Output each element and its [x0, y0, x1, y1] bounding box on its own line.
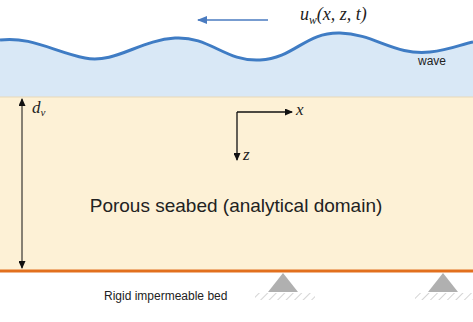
seabed-fill — [0, 97, 473, 270]
velocity-arrow — [198, 19, 268, 21]
axis-label: z — [243, 145, 250, 165]
z-axis — [236, 112, 237, 160]
seabed-region: Porous seabed (analytical domain) — [0, 97, 473, 270]
region-label: wave — [418, 54, 446, 68]
velocity-label: uw(x, z, t) — [300, 4, 367, 27]
region-label: Porous seabed (analytical domain) — [90, 195, 383, 217]
axis-label: x — [296, 100, 304, 120]
dimension-line — [22, 99, 23, 268]
rigid-bed — [0, 270, 473, 273]
dimension-label: dv — [32, 98, 45, 118]
bed-label: Rigid impermeable bed — [104, 289, 227, 303]
wave-water — [0, 33, 473, 97]
wave-region: wave — [0, 34, 473, 97]
ground-hatch — [255, 293, 315, 300]
seabed-surface — [0, 97, 473, 98]
support — [268, 273, 298, 292]
wave-surface — [0, 33, 473, 60]
x-axis — [237, 111, 292, 112]
ground-hatch — [415, 293, 473, 300]
support — [428, 273, 458, 292]
